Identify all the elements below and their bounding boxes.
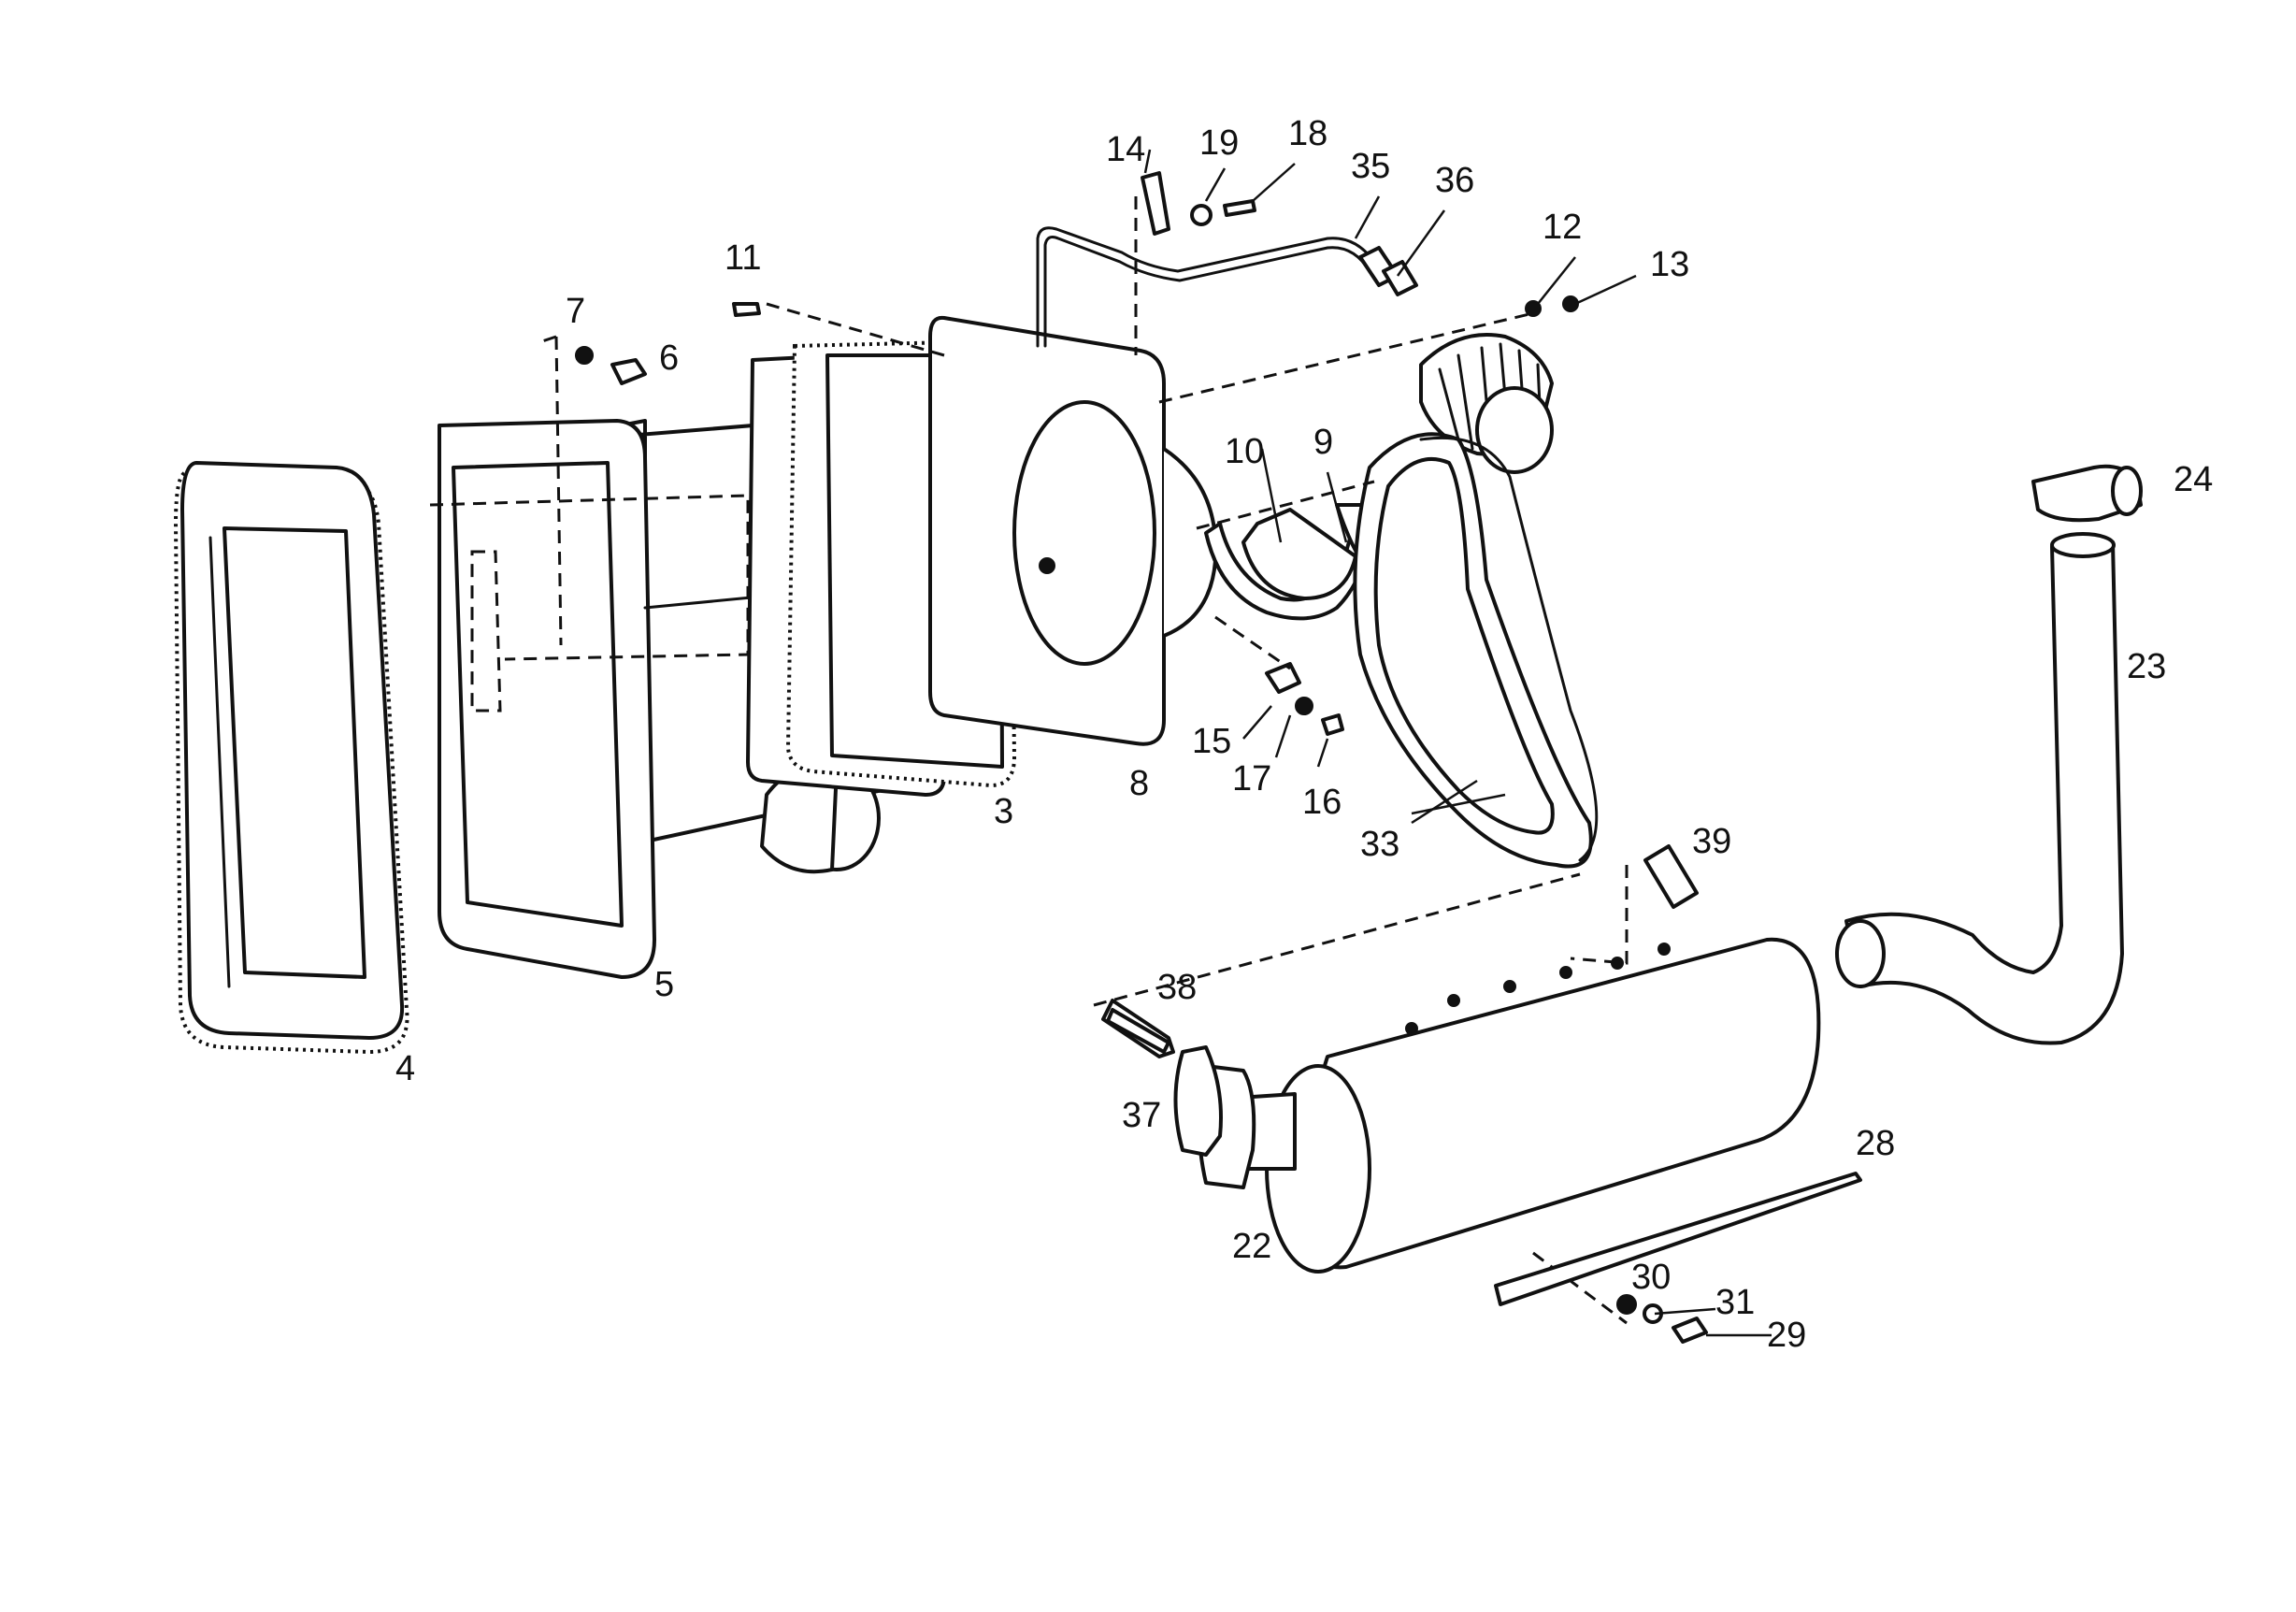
callout-38: 38 xyxy=(1157,968,1197,1007)
callout-37: 37 xyxy=(1122,1096,1161,1135)
callout-19: 19 xyxy=(1199,123,1239,163)
callout-29: 29 xyxy=(1767,1316,1806,1355)
callout-39: 39 xyxy=(1692,822,1731,861)
assembly-lines xyxy=(541,302,1629,1325)
callout-9: 9 xyxy=(1313,423,1333,462)
callout-3: 3 xyxy=(994,792,1013,831)
leader-lines xyxy=(1143,149,1772,1337)
part-39-bushing xyxy=(1643,844,1699,909)
part-24-rain-cap xyxy=(2031,464,2143,523)
callout-30: 30 xyxy=(1631,1258,1671,1297)
callout-23: 23 xyxy=(2127,647,2166,686)
callout-7: 7 xyxy=(566,292,585,331)
callout-5: 5 xyxy=(654,965,674,1004)
small-hardware xyxy=(575,295,1579,736)
callout-4: 4 xyxy=(395,1049,415,1088)
callout-31: 31 xyxy=(1715,1283,1755,1322)
callout-35: 35 xyxy=(1351,147,1390,186)
part-8-fan-housing xyxy=(928,315,1218,746)
callout-18: 18 xyxy=(1288,114,1327,153)
callout-12: 12 xyxy=(1543,208,1582,247)
callout-22: 22 xyxy=(1232,1227,1271,1266)
callout-10: 10 xyxy=(1225,432,1264,471)
part-28-shield-bar xyxy=(1494,1172,1862,1344)
callout-11: 11 xyxy=(725,238,761,278)
callout-13: 13 xyxy=(1650,245,1689,284)
callout-labels: 3 4 5 6 7 8 9 10 11 12 13 14 15 16 17 18… xyxy=(395,114,2213,1355)
callout-24: 24 xyxy=(2174,460,2213,499)
callout-33: 33 xyxy=(1360,825,1399,864)
part-23-exhaust-pipe xyxy=(1835,532,2124,1045)
fan-impeller xyxy=(1419,333,1554,474)
part-38-stud xyxy=(1106,1008,1170,1054)
callout-16: 16 xyxy=(1302,783,1342,822)
part-22-muffler xyxy=(1101,937,1821,1274)
part-4-gasket-frame xyxy=(173,461,409,1055)
callout-17: 17 xyxy=(1232,759,1271,799)
part-33-belt xyxy=(1353,432,1599,869)
callout-15: 15 xyxy=(1192,722,1231,761)
callout-6: 6 xyxy=(659,338,679,378)
callout-36: 36 xyxy=(1435,161,1474,200)
callout-8: 8 xyxy=(1129,764,1149,803)
part-35-tube-assembly xyxy=(1036,171,1418,355)
callout-14: 14 xyxy=(1106,130,1145,169)
callout-28: 28 xyxy=(1856,1124,1895,1163)
